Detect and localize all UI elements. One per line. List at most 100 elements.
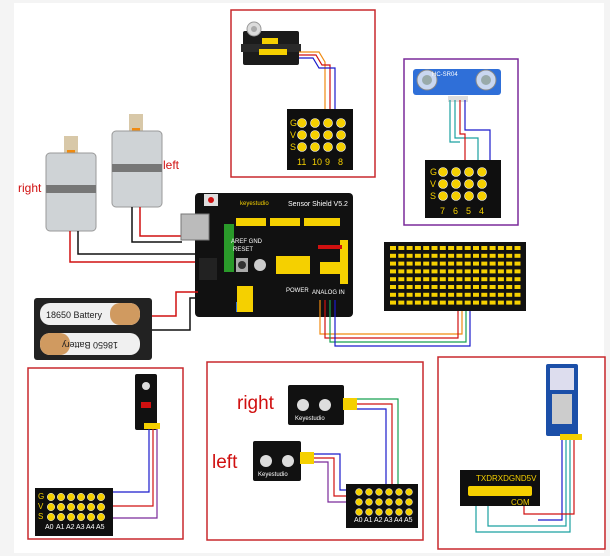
led-dot <box>497 300 504 305</box>
led-dot <box>497 269 504 274</box>
led-dot <box>406 269 413 274</box>
led-dot <box>431 277 438 282</box>
led-dot <box>489 277 496 282</box>
led-dot <box>390 261 396 266</box>
right-tracking-sensor <box>288 385 357 425</box>
servo-row-v: V <box>290 130 297 140</box>
ultra-pin-5: 5 <box>466 206 472 216</box>
led-dot <box>464 285 471 289</box>
ultrasonic-sensor <box>413 69 501 102</box>
led-dot <box>506 285 513 289</box>
led-dot <box>473 292 479 297</box>
right-motor <box>45 136 97 232</box>
led-dot <box>431 292 438 297</box>
a2-pin-a1: A1 <box>364 517 373 524</box>
bluetooth-module <box>546 364 582 440</box>
shield-title: Sensor Shield V5.2 <box>288 201 348 208</box>
shield-analog-label: ANALOG IN <box>312 290 345 296</box>
servo-motor <box>241 21 301 65</box>
led-dot <box>398 277 405 282</box>
led-dot <box>489 253 496 258</box>
led-dot <box>514 261 521 266</box>
led-dot <box>414 285 421 289</box>
ultra-pin-4: 4 <box>479 206 485 216</box>
a1-pin-a2: A2 <box>66 524 75 531</box>
led-dot <box>473 269 479 274</box>
led-dot <box>456 261 463 266</box>
led-dot <box>456 246 463 250</box>
servo-pin-10: 10 <box>312 157 323 167</box>
led-dot <box>473 261 479 266</box>
led-dot <box>481 285 488 289</box>
battery-cell-1-label: 18650 Battery <box>46 310 103 320</box>
led-dot <box>398 246 405 250</box>
led-dot <box>473 277 479 282</box>
a2-pin-a2: A2 <box>374 517 383 524</box>
led-dot <box>489 292 496 297</box>
servo-pin-9: 9 <box>325 157 331 167</box>
led-dot <box>414 253 421 258</box>
led-dot <box>464 277 471 282</box>
a1-pin-a4: A4 <box>86 524 95 531</box>
led-dot <box>431 261 438 266</box>
led-dot <box>448 300 455 305</box>
led-dot <box>481 292 488 297</box>
led-dot <box>398 285 405 289</box>
led-dot <box>423 246 430 250</box>
led-dot <box>398 253 405 258</box>
led-dot <box>448 285 455 289</box>
led-dot <box>506 269 513 274</box>
a1-pin-a1: A1 <box>56 524 65 531</box>
led-dot <box>406 261 413 266</box>
led-dot <box>514 292 521 297</box>
led-dot <box>398 261 405 266</box>
led-dot <box>473 246 479 250</box>
led-dot <box>497 253 504 258</box>
led-dot <box>448 269 455 274</box>
servo-frame <box>230 9 376 178</box>
led-dot <box>473 285 479 289</box>
ultra-pin-6: 6 <box>453 206 459 216</box>
analog-header-2-pins <box>355 488 413 516</box>
led-dot <box>423 285 430 289</box>
led-matrix <box>384 242 526 311</box>
led-dot <box>390 285 396 289</box>
led-dot <box>439 277 446 282</box>
led-dot <box>414 269 421 274</box>
led-dot <box>414 292 421 297</box>
led-dot <box>456 269 463 274</box>
led-dot <box>423 253 430 258</box>
led-dot <box>464 253 471 258</box>
line-tracking-frame <box>206 361 424 541</box>
led-dot <box>448 246 455 250</box>
led-dot <box>390 269 396 274</box>
led-dot <box>406 300 413 305</box>
led-dot <box>390 253 396 258</box>
led-dot <box>481 253 488 258</box>
battery-holder <box>34 298 152 360</box>
led-dot <box>439 246 446 250</box>
shield-power-label: POWER <box>286 288 309 294</box>
led-dot <box>514 300 521 305</box>
light-sensor-module <box>135 374 160 430</box>
led-dot <box>489 261 496 266</box>
led-dot <box>439 261 446 266</box>
a2-pin-a5: A5 <box>404 517 413 524</box>
led-dot <box>481 277 488 282</box>
left-motor <box>111 114 163 208</box>
led-dot <box>506 277 513 282</box>
a1-row-g: G <box>38 492 45 501</box>
shield-reset-label: RESET <box>233 247 254 253</box>
led-dot <box>414 246 421 250</box>
led-dot <box>489 269 496 274</box>
led-dot <box>489 285 496 289</box>
led-dot <box>390 277 396 282</box>
led-dot <box>497 285 504 289</box>
led-dot <box>497 246 504 250</box>
analog-header-1-pins <box>47 493 105 521</box>
led-dot <box>464 300 471 305</box>
led-dot <box>439 292 446 297</box>
a2-pin-a3: A3 <box>384 517 393 524</box>
right-motor-label: right <box>18 181 42 195</box>
